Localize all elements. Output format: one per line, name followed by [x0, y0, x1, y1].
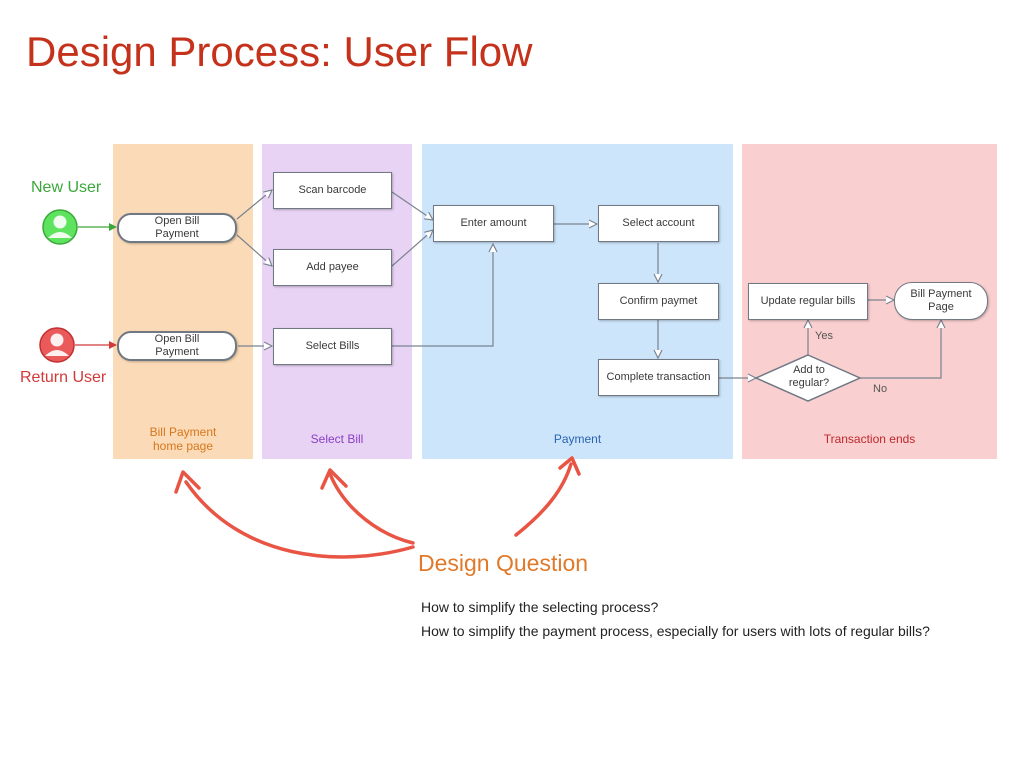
return-user-label: Return User — [20, 369, 107, 386]
annotation-arrows — [174, 456, 581, 559]
add-to-regular-diamond — [754, 354, 862, 402]
lane-transaction-ends-label: Transaction ends — [823, 432, 916, 446]
lane-home-page: Bill Payment home page — [113, 144, 253, 459]
update-regular-bills-node: Update regular bills — [748, 283, 868, 320]
confirm-payment-node: Confirm paymet — [598, 283, 719, 320]
new-user-icon — [42, 209, 78, 245]
add-to-regular-label: Add to regular? — [788, 364, 830, 389]
enter-amount-node: Enter amount — [433, 205, 554, 242]
design-question-title: Design Question — [418, 550, 589, 576]
select-account-node: Select account — [598, 205, 719, 242]
open-bill-payment-return-node: Open Bill Payment — [117, 331, 237, 361]
return-user-icon — [39, 327, 75, 363]
design-question-list: How to simplify the selecting process? H… — [421, 597, 930, 645]
bill-payment-page-node: Bill Payment Page — [894, 282, 988, 320]
lane-home-page-label: Bill Payment home page — [149, 425, 217, 453]
open-bill-payment-new-node: Open Bill Payment — [117, 213, 237, 243]
page-title: Design Process: User Flow — [26, 28, 533, 75]
lane-select-bill-label: Select Bill — [310, 432, 364, 446]
yes-edge-label: Yes — [815, 330, 833, 342]
scan-barcode-node: Scan barcode — [273, 172, 392, 209]
design-question-item: How to simplify the selecting process? — [421, 599, 659, 615]
complete-transaction-node: Complete transaction — [598, 359, 719, 396]
new-user-label: New User — [31, 179, 102, 196]
design-question-item: How to simplify the payment process, esp… — [421, 623, 930, 639]
lane-payment-label: Payment — [553, 432, 602, 446]
add-payee-node: Add payee — [273, 249, 392, 286]
select-bills-node: Select Bills — [273, 328, 392, 365]
no-edge-label: No — [873, 383, 888, 395]
